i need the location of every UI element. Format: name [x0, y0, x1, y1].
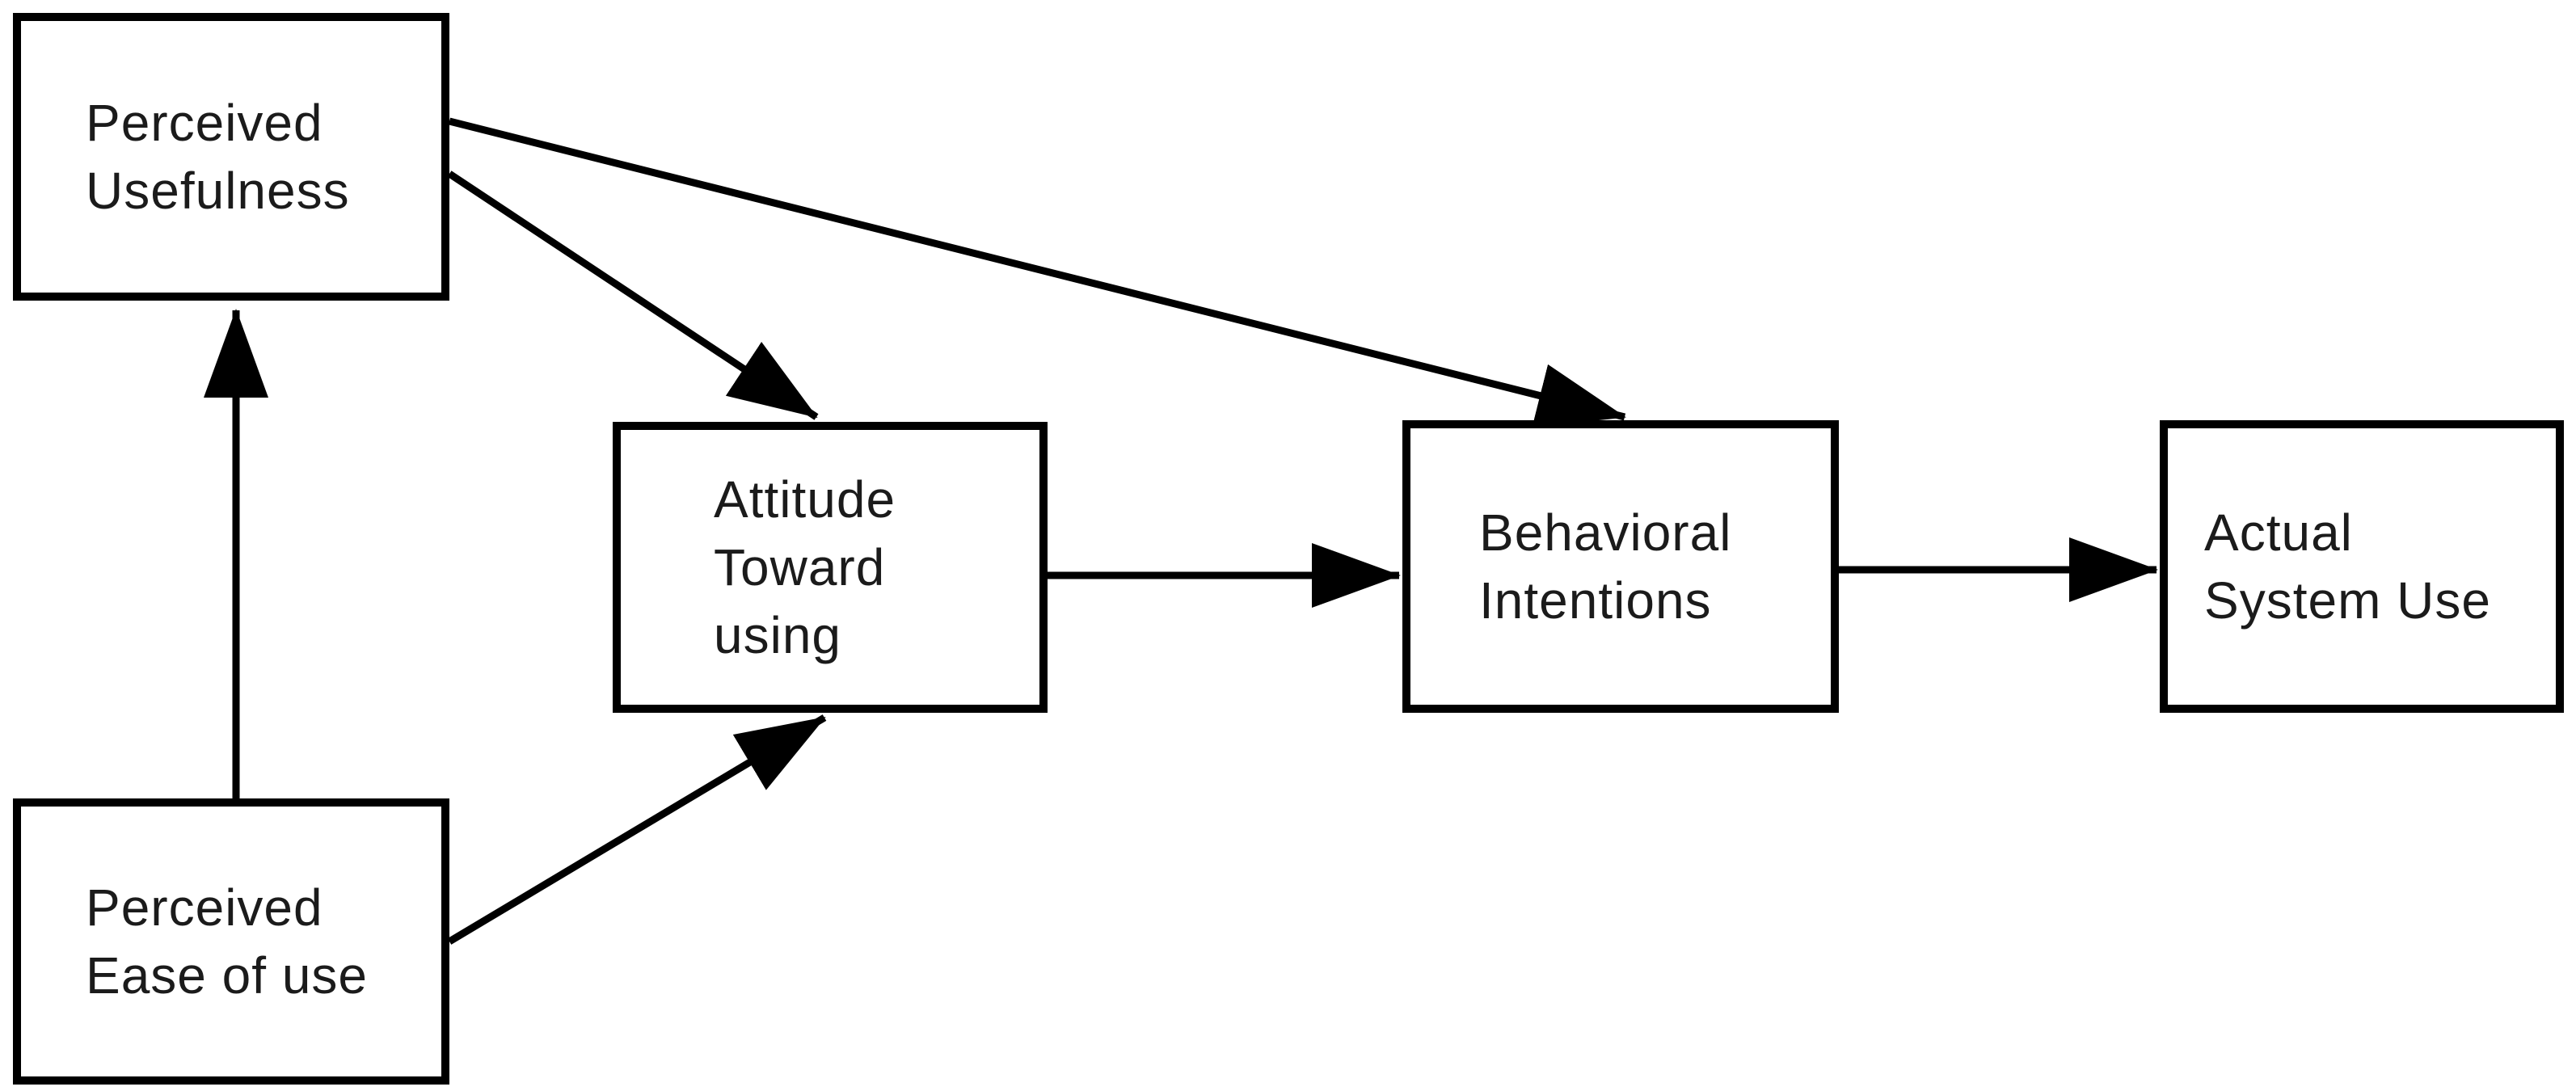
node-perceived-usefulness: Perceived Usefulness [13, 13, 449, 301]
node-behavioral-intentions: Behavioral Intentions [1402, 420, 1839, 713]
node-perceived-ease-of-use-label: Perceived Ease of use [86, 878, 368, 1005]
node-actual-system-use-label: Actual System Use [2204, 503, 2491, 630]
arrow-ease-of-use-to-attitude [447, 714, 827, 945]
arrow-usefulness-to-attitude [447, 171, 819, 420]
node-perceived-usefulness-label: Perceived Usefulness [86, 94, 350, 220]
node-attitude-toward-using-label: Attitude Toward using [714, 470, 896, 664]
node-perceived-ease-of-use: Perceived Ease of use [13, 798, 449, 1085]
node-attitude-toward-using: Attitude Toward using [613, 422, 1048, 713]
arrow-usefulness-to-behavioral-intentions [448, 117, 1626, 428]
node-behavioral-intentions-label: Behavioral Intentions [1479, 503, 1732, 630]
node-actual-system-use: Actual System Use [2160, 420, 2564, 713]
